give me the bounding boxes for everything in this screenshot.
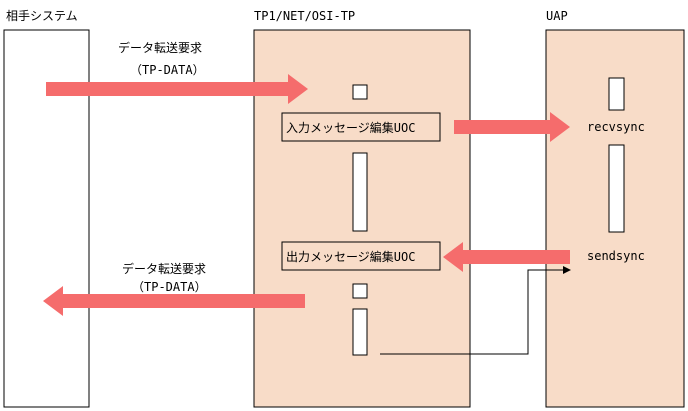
- input-uoc-label: 入力メッセージ編集UOC: [286, 120, 415, 135]
- uoc-to-recvsync-arrow: [454, 112, 570, 142]
- tp1-activation-tall-2: [352, 308, 368, 356]
- outgoing-message-param: （TP-DATA）: [132, 280, 207, 294]
- uap-title: UAP: [546, 9, 568, 23]
- tp1-activation-tall-1: [352, 152, 368, 232]
- incoming-message-param: （TP-DATA）: [130, 63, 205, 77]
- outgoing-message-label: データ転送要求: [122, 261, 206, 276]
- partner-system-title: 相手システム: [6, 9, 78, 23]
- sendsync-label: sendsync: [587, 249, 645, 263]
- outgoing-data-arrow: [43, 286, 305, 316]
- incoming-message-label: データ転送要求: [118, 40, 202, 55]
- input-uoc-box: [281, 112, 441, 142]
- tp1-activation-small-1: [352, 84, 368, 100]
- incoming-data-arrow: [46, 74, 308, 104]
- output-uoc-box: [281, 241, 441, 271]
- sendsync-to-uoc-arrow: [443, 242, 570, 272]
- tp1-activation-small-2: [352, 283, 368, 299]
- return-flow-line: [380, 266, 571, 355]
- output-uoc-label: 出力メッセージ編集UOC: [286, 249, 415, 264]
- tp1-title: TP1/NET/OSI-TP: [254, 9, 355, 23]
- uap-activation-1: [608, 77, 625, 111]
- uap-activation-2: [608, 144, 625, 233]
- recvsync-label: recvsync: [587, 120, 645, 134]
